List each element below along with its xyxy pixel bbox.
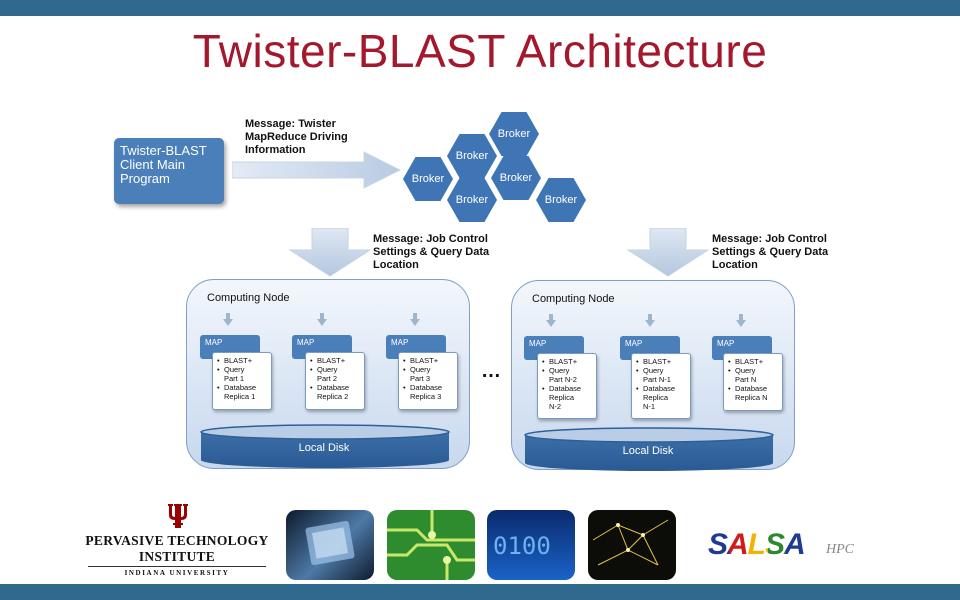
driving-message: Message: Twister MapReduce Driving Infor…	[245, 118, 348, 156]
job-arrow-right	[626, 228, 710, 277]
hpc-wordmark: HPC	[826, 542, 854, 557]
tile-binary-image: 0100	[487, 510, 575, 580]
computing-node-title: Computing Node	[207, 292, 290, 304]
tile-screen-image	[286, 510, 374, 580]
driving-arrow	[232, 151, 402, 189]
map-item: Database Replica N	[728, 384, 779, 402]
small-down-arrow	[410, 313, 420, 326]
salsa-wordmark: SALSA	[708, 528, 806, 561]
small-down-arrow	[317, 313, 327, 326]
map-item: Query Part 2	[310, 365, 361, 383]
map-task-card: BLAST+Query Part 1Database Replica 1	[212, 352, 272, 410]
iu-trident-icon	[168, 504, 188, 528]
map-task-card: BLAST+Query Part N-1Database Replica N-1	[631, 353, 691, 419]
broker-hex: Broker	[403, 157, 453, 201]
local-disk-label: Local Disk	[622, 445, 674, 457]
bottom-band	[0, 584, 960, 600]
map-task-card: BLAST+Query Part NDatabase Replica N	[723, 353, 783, 411]
map-item: Query Part N	[728, 366, 779, 384]
small-down-arrow	[223, 313, 233, 326]
broker-hex: Broker	[447, 178, 497, 222]
local-disk-cylinder	[524, 427, 774, 471]
ellipsis: …	[481, 360, 502, 382]
tile-circuit-image	[387, 510, 475, 580]
top-band	[0, 0, 960, 16]
map-item: BLAST+	[728, 357, 779, 366]
map-item: BLAST+	[636, 357, 687, 366]
salsa-hpc-logo: SALSA HPC	[708, 528, 854, 562]
map-item: BLAST+	[542, 357, 593, 366]
local-disk-cylinder	[200, 424, 450, 468]
map-item: Database Replica 3	[403, 383, 454, 401]
map-task-card: BLAST+Query Part 3Database Replica 3	[398, 352, 458, 410]
pti-divider	[88, 566, 266, 567]
map-item: Query Part N-1	[636, 366, 687, 384]
map-item: Database Replica 1	[217, 383, 268, 401]
map-item: BLAST+	[310, 356, 361, 365]
broker-hex: Broker	[536, 178, 586, 222]
map-task-card: BLAST+Query Part 2Database Replica 2	[305, 352, 365, 410]
job-control-message-left: Message: Job Control Settings & Query Da…	[373, 233, 490, 271]
map-item: Database Replica 2	[310, 383, 361, 401]
computing-node-title: Computing Node	[532, 293, 615, 305]
broker-hex: Broker	[491, 156, 541, 200]
job-control-message-right: Message: Job Control Settings & Query Da…	[712, 233, 829, 271]
pti-logo: PERVASIVE TECHNOLOGY INSTITUTE INDIANA U…	[80, 533, 274, 577]
map-item: BLAST+	[403, 356, 454, 365]
page-title: Twister-BLAST Architecture	[192, 25, 768, 77]
small-down-arrow	[645, 314, 655, 327]
local-disk-label: Local Disk	[298, 442, 350, 454]
map-item: Database Replica N-2	[542, 384, 593, 411]
small-down-arrow	[736, 314, 746, 327]
map-item: Query Part 3	[403, 365, 454, 383]
small-down-arrow	[546, 314, 556, 327]
svg-text:0100: 0100	[493, 532, 551, 560]
pti-line-3: INDIANA UNIVERSITY	[124, 569, 230, 577]
pti-line-2: INSTITUTE	[138, 549, 216, 564]
map-item: Database Replica N-1	[636, 384, 687, 411]
job-arrow-left	[288, 228, 372, 277]
broker-hex: Broker	[447, 134, 497, 178]
pti-line-1: PERVASIVE TECHNOLOGY	[85, 533, 269, 548]
map-task-card: BLAST+Query Part N-2Database Replica N-2	[537, 353, 597, 419]
client-main-program-box: Twister-BLAST Client Main Program	[114, 138, 224, 204]
map-item: BLAST+	[217, 356, 268, 365]
map-item: Query Part N-2	[542, 366, 593, 384]
map-item: Query Part 1	[217, 365, 268, 383]
broker-hex: Broker	[489, 112, 539, 156]
tile-network-map-image	[588, 510, 676, 580]
